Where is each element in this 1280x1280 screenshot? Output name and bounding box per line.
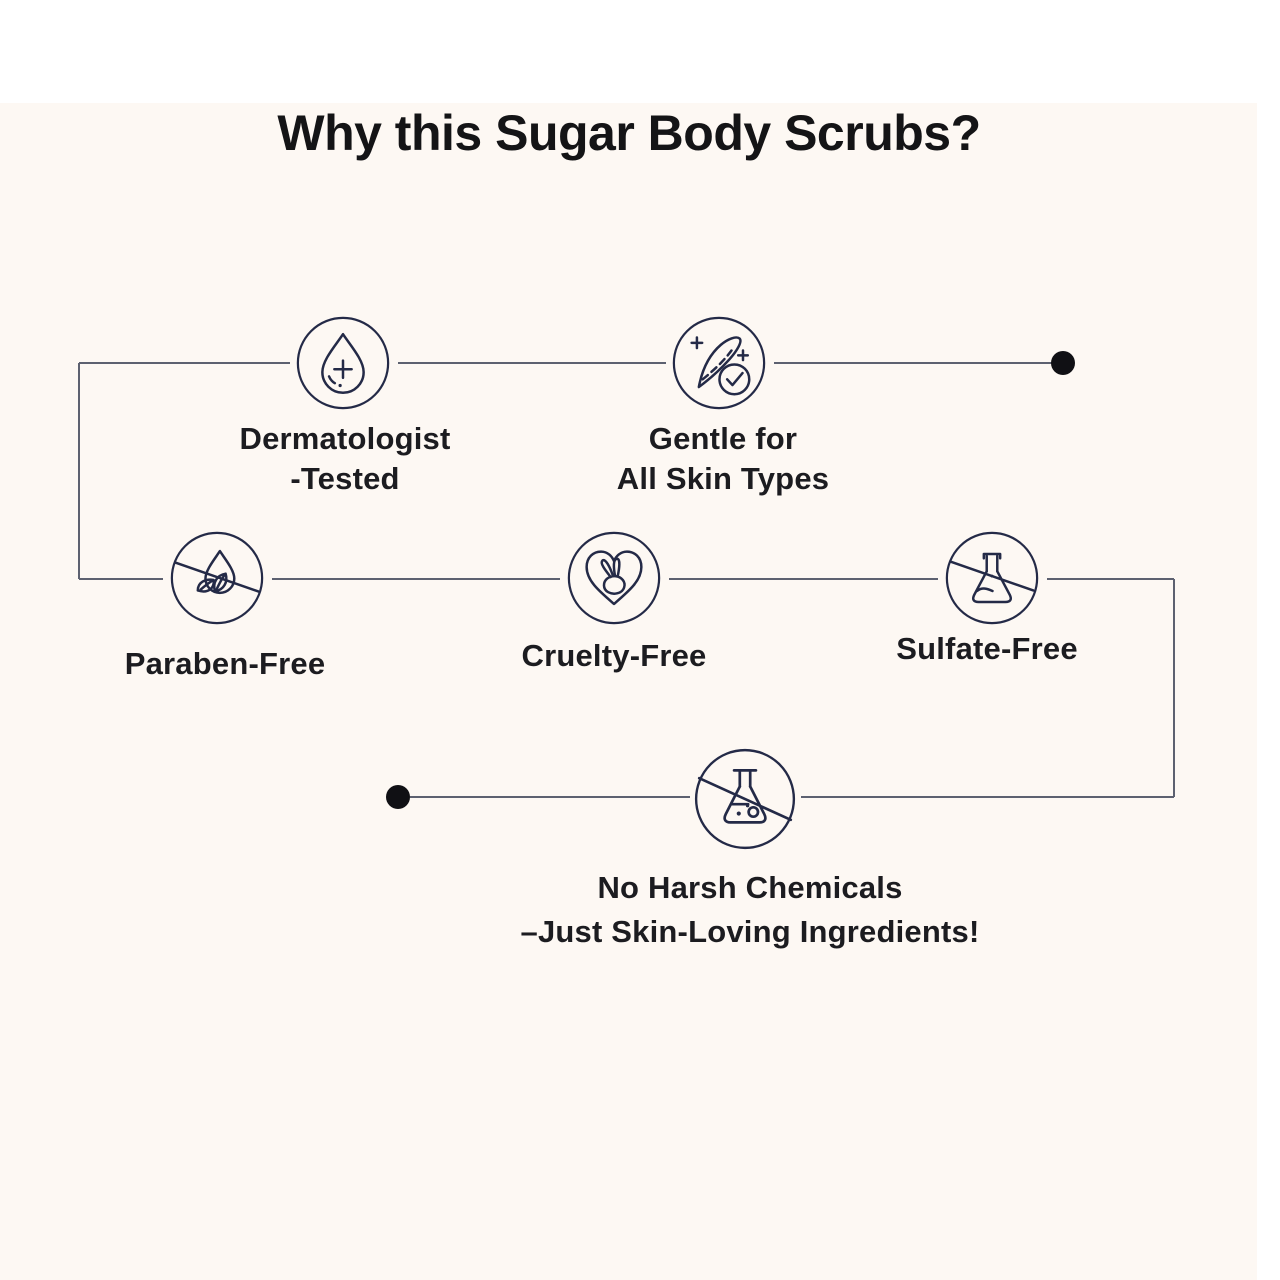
feather-check-icon (671, 315, 767, 411)
feature-label-cruelty-free: Cruelty-Free (521, 638, 707, 673)
feature-label-paraben-free: Paraben-Free (124, 646, 326, 681)
feature-label-gentle-all-skin-types: Gentle for All Skin Types (616, 421, 830, 496)
no-paraben-drop-leaf-icon (169, 530, 265, 626)
no-chemicals-flask-icon (693, 747, 797, 851)
water-drop-plus-icon (295, 315, 391, 411)
cream-background-panel (0, 103, 1257, 1280)
feature-label-sulfate-free: Sulfate-Free (896, 631, 1078, 666)
no-sulfate-flask-icon (944, 530, 1040, 626)
feature-label-dermatologist-tested: Dermatologist -Tested (239, 421, 451, 496)
page-title: Why this Sugar Body Scrubs? (277, 105, 981, 161)
feature-label-no-harsh-chemicals: No Harsh Chemicals –Just Skin-Loving Ing… (520, 870, 980, 949)
rabbit-in-heart-icon (566, 530, 662, 626)
